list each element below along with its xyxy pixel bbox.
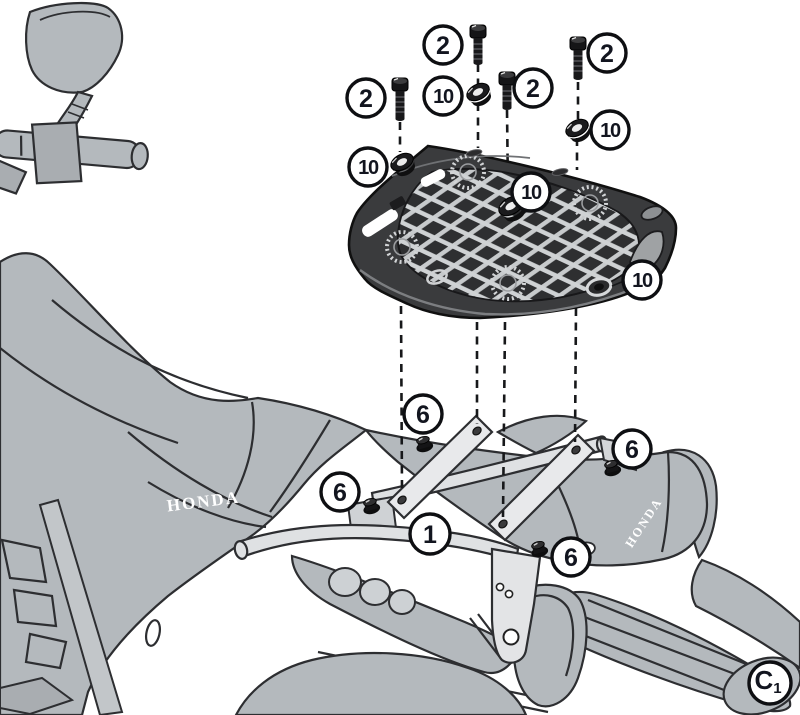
serrated-rings (385, 154, 608, 301)
screw-icon (391, 77, 409, 121)
plate-slot (420, 169, 446, 187)
nut-icon (363, 497, 381, 515)
plate-slot (362, 209, 398, 237)
rear-fender (234, 651, 528, 715)
svg-text:10: 10 (632, 270, 653, 292)
plate-ring-washer (585, 277, 625, 297)
nut-icon (416, 435, 434, 453)
callout-1: 1 (408, 512, 452, 556)
mounting-plate (347, 144, 678, 320)
svg-text:2: 2 (359, 85, 373, 113)
rack (233, 414, 642, 664)
screw-icon (569, 36, 587, 80)
figure-code-main: C (754, 665, 773, 695)
crossbar-rear (487, 433, 596, 542)
svg-text:2: 2 (436, 32, 450, 60)
washer-icon (466, 82, 492, 107)
screw-icon (469, 24, 487, 65)
screw-icon (498, 71, 516, 110)
svg-text:10: 10 (600, 120, 621, 142)
svg-text:10: 10 (358, 157, 379, 179)
svg-text:6: 6 (625, 436, 639, 464)
callout-10: 10 (589, 109, 631, 151)
callout-2: 2 (422, 24, 464, 66)
callout-10: 10 (621, 259, 663, 301)
seat-and-side-panel: HONDA (0, 252, 369, 715)
svg-text:6: 6 (333, 479, 347, 507)
washer-icon (390, 152, 416, 177)
handlebar (0, 121, 149, 195)
hardware (390, 24, 591, 222)
crossbar-front (386, 414, 494, 520)
nut-icon (531, 540, 549, 558)
callout-10: 10 (510, 171, 552, 213)
figure-code-sub: 1 (773, 680, 781, 697)
callout-2: 2 (512, 67, 554, 109)
rack-rear-bracket (490, 547, 542, 664)
svg-text:2: 2 (526, 75, 540, 103)
rack-front-tube (236, 523, 520, 563)
svg-text:2: 2 (600, 40, 614, 68)
callout-10: 10 (347, 146, 389, 188)
callout-6: 6 (402, 393, 444, 435)
svg-text:6: 6 (564, 544, 578, 572)
svg-text:C1: C1 (754, 665, 781, 697)
callout-6: 6 (319, 471, 361, 513)
callout-2: 2 (345, 77, 387, 119)
assembly-dashed-lines (398, 64, 580, 518)
callouts-layer: 2 2 2 2 10 10 10 10 10 6 6 6 6 1 (319, 24, 663, 578)
svg-text:10: 10 (521, 182, 542, 204)
callout-10: 10 (422, 75, 464, 117)
svg-text:1: 1 (423, 521, 437, 549)
callout-2: 2 (586, 32, 628, 74)
svg-text:6: 6 (416, 401, 430, 429)
figure-code-badge: C1 (747, 660, 793, 706)
svg-text:10: 10 (433, 86, 454, 108)
callout-6: 6 (611, 428, 653, 470)
callout-6: 6 (550, 536, 592, 578)
washer-icon (565, 118, 591, 143)
rear-frame (290, 554, 561, 714)
